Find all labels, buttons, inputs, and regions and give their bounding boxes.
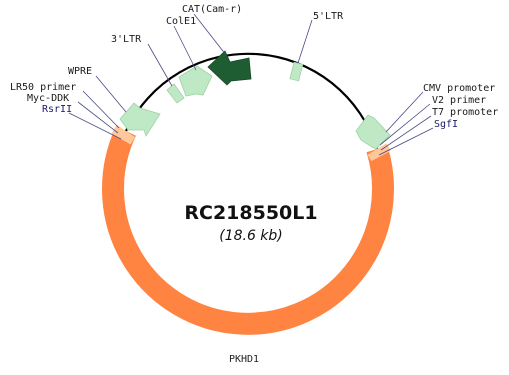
- plasmid-name: RC218550L1: [184, 202, 317, 224]
- t7-leader: [380, 115, 432, 151]
- label-cole1: ColE1: [166, 16, 196, 27]
- mycddk-leader: [77, 101, 119, 134]
- wpre-leader: [95, 75, 127, 113]
- insert-label: PKHD1: [229, 354, 259, 365]
- backbone-arc: [125, 52, 379, 150]
- cole1-feature-arrow: [178, 65, 213, 97]
- ltr5-leader: [297, 19, 313, 64]
- label-v2: V2 primer: [432, 95, 486, 106]
- cmv-feature-arrow: [355, 114, 391, 150]
- label-ltr3: 3'LTR: [111, 34, 142, 45]
- label-sgfi: SgfI: [434, 119, 458, 130]
- lr50-leader: [82, 90, 120, 129]
- cmv-leader: [385, 91, 424, 133]
- insert-end-band: [367, 143, 391, 162]
- wpre-feature-arrow: [119, 102, 161, 137]
- insert-arc-pkhd1: [102, 126, 394, 335]
- label-rsrii: RsrII: [42, 104, 72, 115]
- ltr3-feature-box: [166, 83, 185, 104]
- label-mycddk: Myc-DDK: [27, 93, 69, 104]
- cat-feature-arrow: [207, 50, 252, 86]
- v2-leader: [379, 103, 431, 146]
- sgfi-leader: [378, 127, 434, 156]
- rsrii-leader: [68, 112, 122, 140]
- label-cmv: CMV promoter: [423, 83, 495, 94]
- label-cat: CAT(Cam-r): [182, 4, 242, 15]
- plasmid-size: (18.6 kb): [219, 228, 283, 244]
- insert-start-band: [111, 124, 136, 145]
- label-wpre: WPRE: [68, 66, 92, 77]
- label-t7: T7 promoter: [432, 107, 498, 118]
- ltr3-leader: [147, 43, 173, 87]
- label-lr50: LR50 primer: [10, 82, 76, 93]
- cat-leader: [193, 13, 227, 56]
- label-ltr5: 5'LTR: [313, 11, 344, 22]
- ltr5-feature-box: [289, 61, 304, 82]
- cole1-leader: [173, 25, 197, 71]
